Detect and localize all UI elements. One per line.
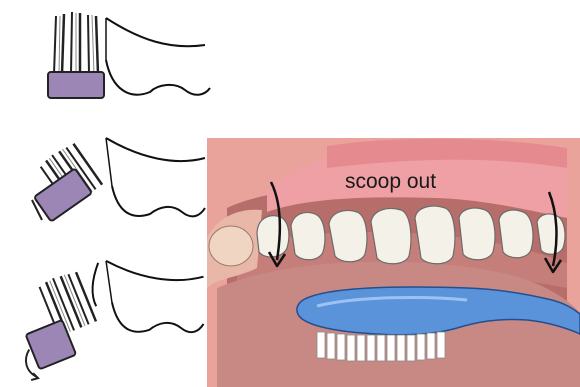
- mouth-panel: scoop out: [207, 138, 580, 387]
- tooth-outline: [106, 138, 205, 216]
- scoop-out-caption: scoop out: [345, 170, 436, 193]
- tooth: [415, 206, 455, 264]
- back-molar: [209, 226, 253, 266]
- tooth-outline: [106, 18, 210, 95]
- toothbrush-tilted-icon: [34, 168, 92, 221]
- tooth: [537, 214, 565, 254]
- step-2-tilted-brush: [0, 128, 215, 258]
- tooth: [257, 216, 289, 257]
- step-3-sweep-brush: [0, 255, 215, 385]
- toothbrush-vertical-icon: [48, 72, 104, 98]
- tooth-outline: [93, 261, 204, 332]
- tooth: [329, 211, 367, 262]
- tooth: [371, 209, 411, 264]
- tooth: [291, 213, 325, 260]
- tooth: [459, 208, 495, 260]
- step-1-vertical-brush: [0, 0, 215, 130]
- bristles: [54, 12, 98, 74]
- tooth: [499, 210, 533, 258]
